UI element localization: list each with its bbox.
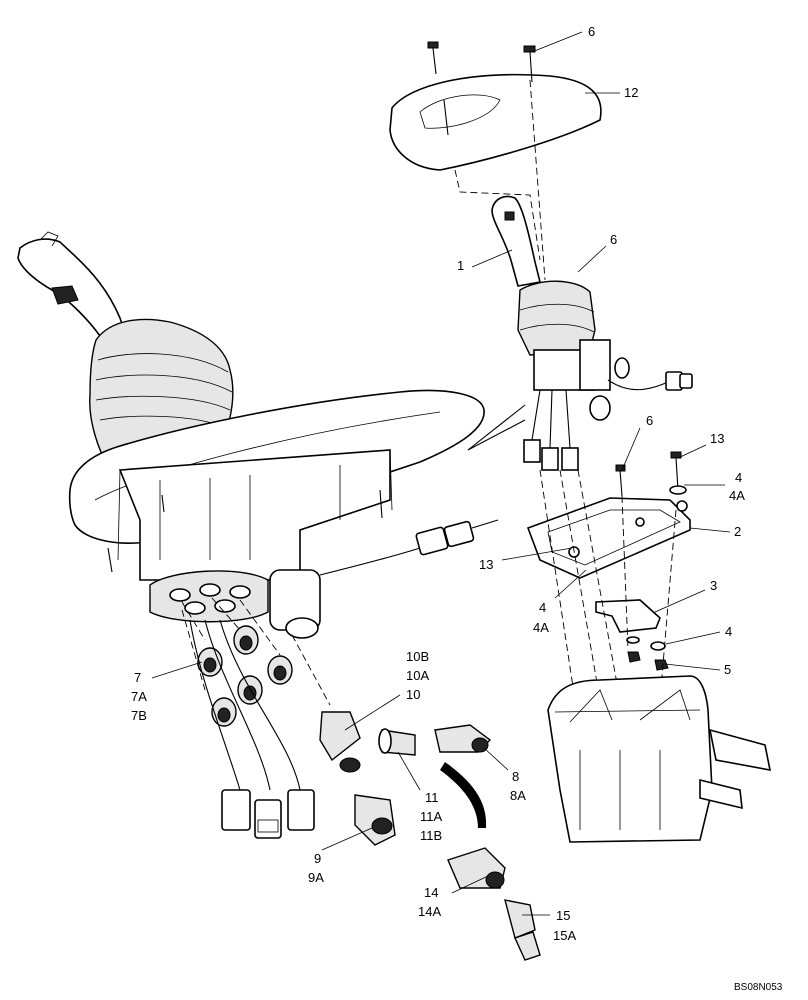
steering-column-housing [547, 675, 772, 843]
callout-4a-left: 4A [533, 620, 549, 635]
small-bracket-3 [595, 599, 669, 671]
callout-4a-right: 4A [729, 488, 745, 503]
fittings-lower [447, 847, 541, 961]
mounting-bracket [526, 451, 691, 579]
callout-12: 12 [624, 85, 638, 100]
drawing-code: BS08N053 [734, 982, 783, 993]
callout-9a: 9A [308, 870, 324, 885]
callout-3: 3 [710, 578, 717, 593]
callout-7b: 7B [131, 708, 147, 723]
callout-8a: 8A [510, 788, 526, 803]
callout-11a: 11A [420, 809, 442, 824]
callout-10: 10 [406, 687, 420, 702]
callout-5: 5 [724, 662, 731, 677]
callout-1: 1 [457, 258, 464, 273]
callout-leaders [151, 31, 731, 916]
callout-4-washer: 4 [725, 624, 732, 639]
callout-10b: 10B [406, 649, 429, 664]
callout-6-top: 6 [588, 24, 595, 39]
wire-harness-left [189, 619, 315, 839]
callout-labels: 6 12 1 6 6 13 4 4A 2 13 4 4A 3 4 5 7 7A … [131, 24, 745, 943]
fitting-group-7 [197, 625, 293, 727]
callout-8: 8 [512, 769, 519, 784]
callout-4-left: 4 [539, 600, 546, 615]
alignment-lines-left [181, 597, 331, 706]
joystick-assembly-large [17, 231, 499, 639]
callout-11: 11 [425, 790, 439, 805]
callout-9: 9 [314, 851, 321, 866]
callout-6-joystick: 6 [610, 232, 617, 247]
callout-7a: 7A [131, 689, 147, 704]
callout-15a: 15A [553, 928, 576, 943]
callout-14: 14 [424, 885, 438, 900]
callout-13-left: 13 [479, 557, 493, 572]
callout-6-bracket: 6 [646, 413, 653, 428]
callout-15: 15 [556, 908, 570, 923]
callout-7: 7 [134, 670, 141, 685]
joystick-assembly-small [491, 195, 693, 471]
callout-4-right: 4 [735, 470, 742, 485]
dashed-column-guides [539, 469, 677, 701]
callout-14a: 14A [418, 904, 441, 919]
callout-2: 2 [734, 524, 741, 539]
callout-11b: 11B [420, 828, 442, 843]
cover-plate [389, 41, 602, 171]
hydraulic-fittings-center [319, 711, 492, 846]
callout-13-right: 13 [710, 431, 724, 446]
callout-10a: 10A [406, 668, 429, 683]
